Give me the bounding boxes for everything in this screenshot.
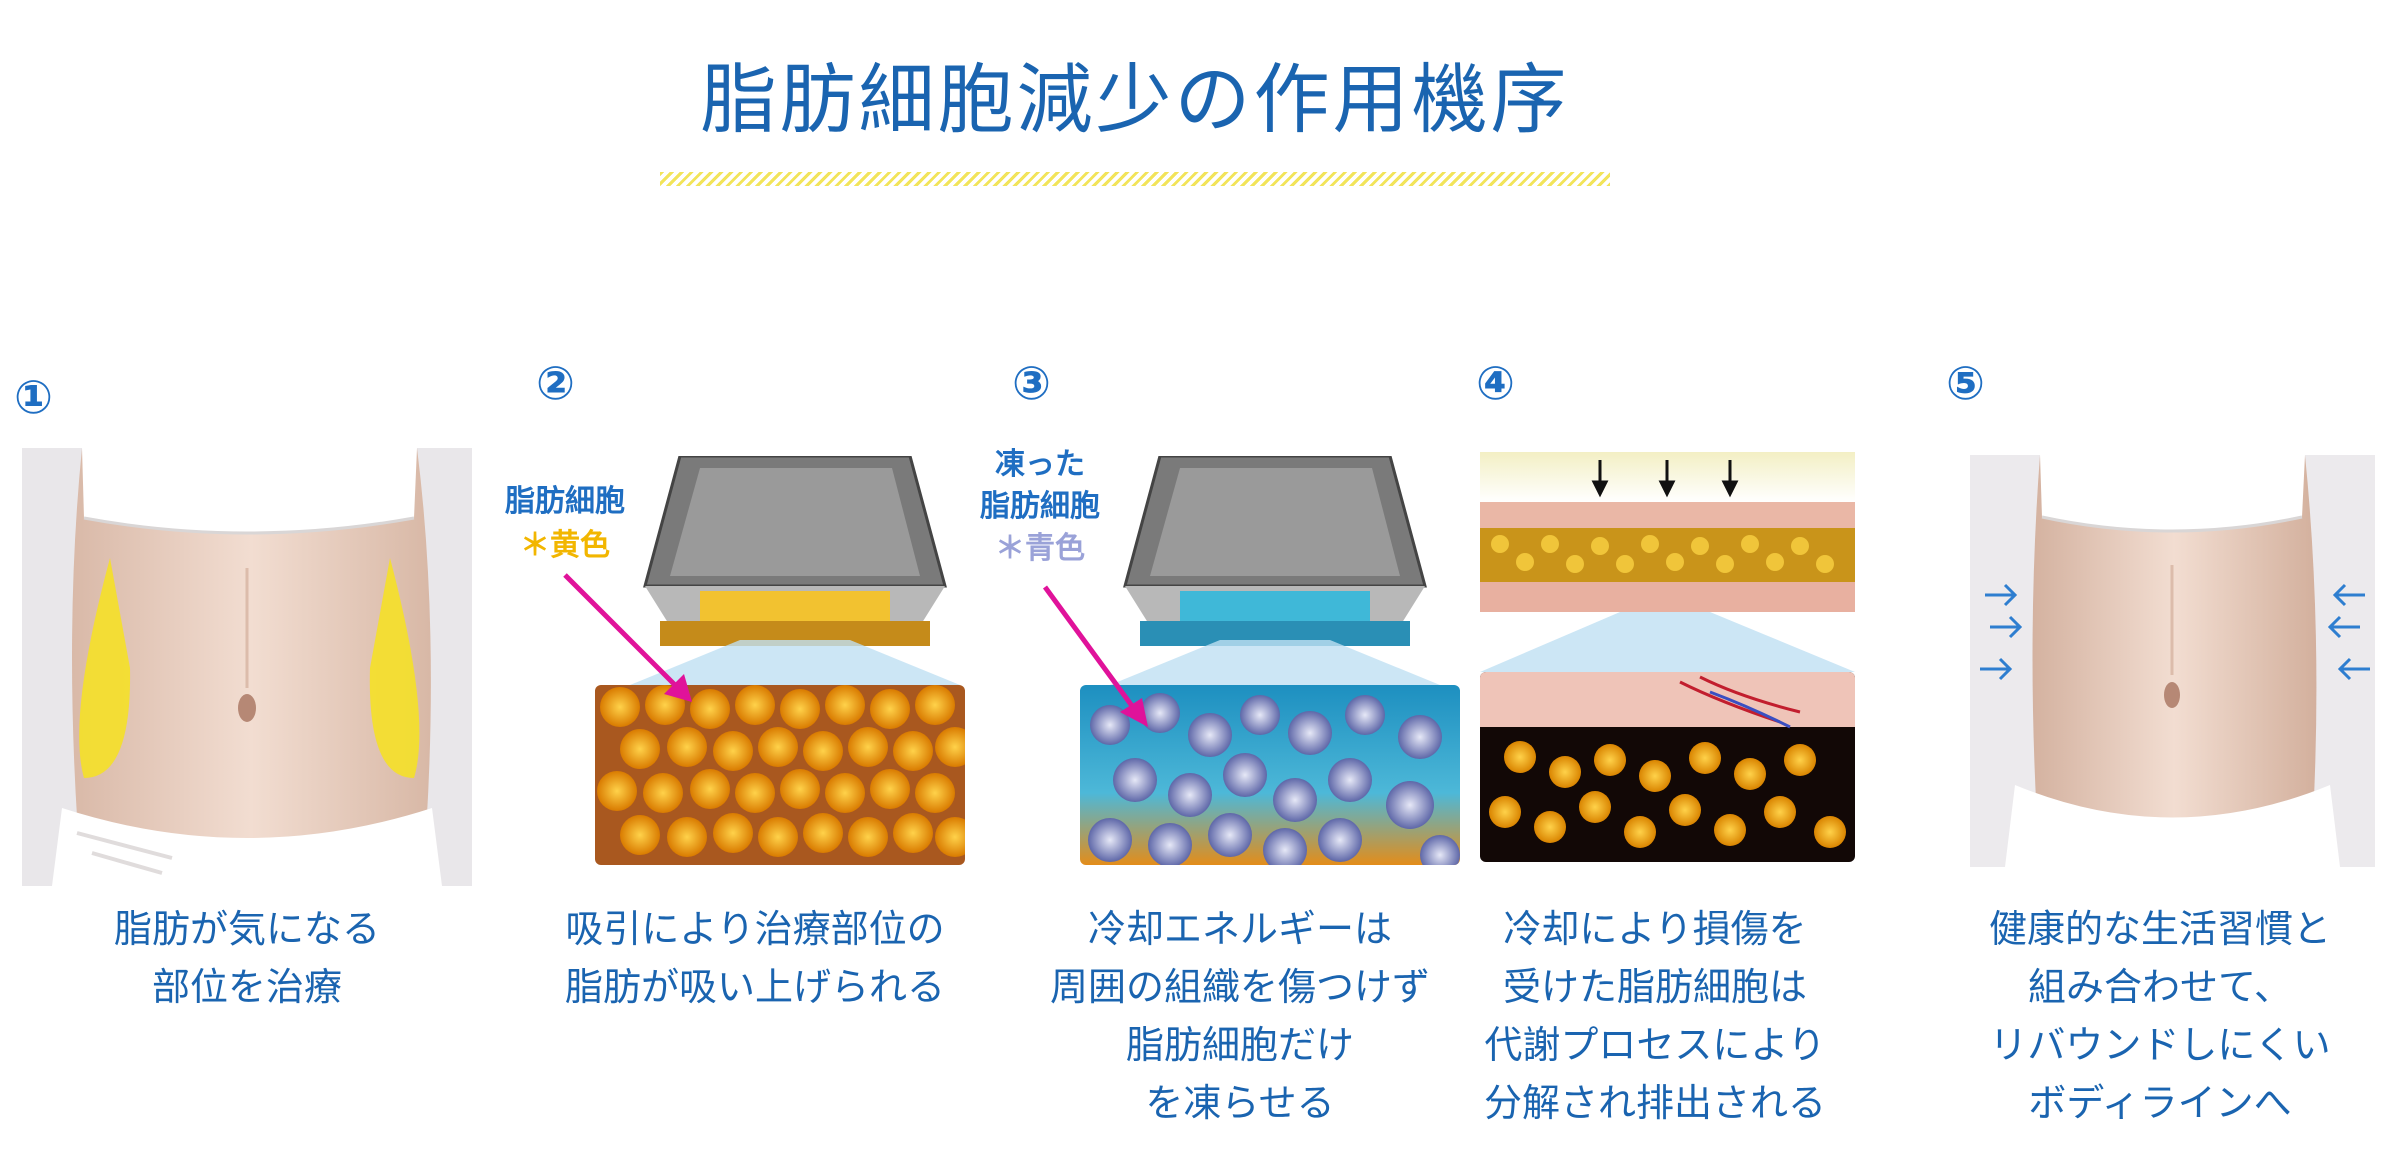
step-number: ① bbox=[14, 370, 53, 424]
step-5: ⑤ 健康的な生活習慣と 組 bbox=[1940, 350, 2380, 1150]
cooling-applicator-image bbox=[1110, 456, 1440, 646]
title-underline bbox=[660, 172, 1610, 186]
magnify-beam bbox=[1480, 612, 1855, 672]
step-number: ⑤ bbox=[1946, 356, 1985, 410]
step-caption: 吸引により治療部位の 脂肪が吸い上げられる bbox=[564, 907, 945, 1009]
step-caption: 冷却エネルギーは 周囲の組織を傷つけず 脂肪細胞だけ を凍らせる bbox=[1049, 907, 1430, 1125]
step-number: ④ bbox=[1476, 356, 1515, 410]
fat-cell-label: 脂肪細胞 ＊黄色 bbox=[505, 484, 625, 563]
tissue-cross-section-image bbox=[1480, 452, 1855, 612]
frozen-fat-cell-label: 凍った 脂肪細胞 ＊青色 bbox=[980, 447, 1100, 566]
pointer-arrow bbox=[563, 573, 692, 702]
magnify-beam bbox=[630, 640, 960, 685]
step-4: ④ bbox=[1470, 350, 1910, 1150]
step-caption: 冷却により損傷を 受けた脂肪細胞は 代謝プロセスにより 分解され排出される bbox=[1483, 907, 1826, 1125]
step-1: ① 脂肪が気になる 部位を治療 bbox=[0, 350, 472, 1150]
magnify-beam bbox=[1110, 640, 1440, 685]
step-caption: 脂肪が気になる 部位を治療 bbox=[113, 907, 380, 1009]
step-2: ② 脂肪細胞 ＊黄色 吸引により治療部位の bbox=[500, 350, 980, 1150]
frozen-fat-cells-image bbox=[1080, 685, 1460, 865]
step-caption: 健康的な生活習慣と 組み合わせて、 リバウンドしにくい ボディラインへ bbox=[1988, 907, 2331, 1125]
pointer-arrow bbox=[1042, 585, 1148, 727]
abdomen-before-image bbox=[22, 448, 472, 886]
damaged-fat-cells-image bbox=[1480, 672, 1855, 862]
yellow-fat-cells-image bbox=[595, 685, 965, 865]
abdomen-after-image bbox=[1970, 455, 2375, 867]
step-3: ③ 凍った 脂肪細胞 ＊青色 bbox=[980, 350, 1480, 1150]
page-title: 脂肪細胞減少の作用機序 bbox=[700, 55, 1570, 144]
step-number: ③ bbox=[1012, 356, 1051, 410]
step-number: ② bbox=[536, 356, 575, 410]
